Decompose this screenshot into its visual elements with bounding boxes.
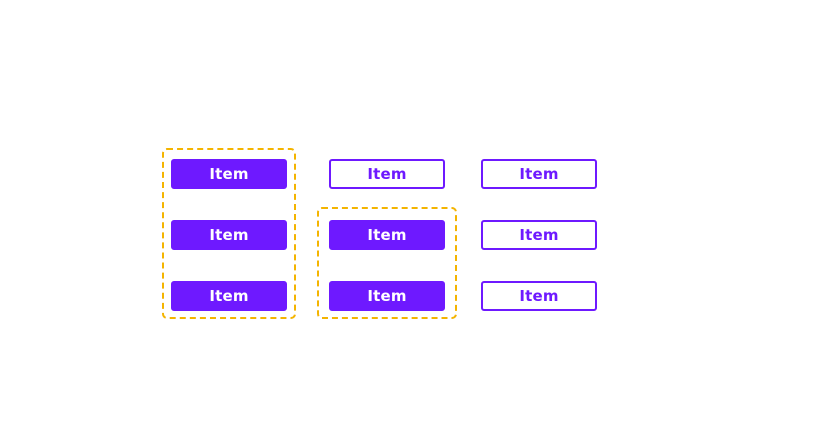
item-button-col2-row1[interactable]: Item xyxy=(329,159,445,189)
item-button-col1-row2[interactable]: Item xyxy=(171,220,287,250)
item-button-col3-row1[interactable]: Item xyxy=(481,159,597,189)
item-button-col1-row3[interactable]: Item xyxy=(171,281,287,311)
item-button-col3-row2[interactable]: Item xyxy=(481,220,597,250)
item-button-col2-row2[interactable]: Item xyxy=(329,220,445,250)
item-button-col2-row3[interactable]: Item xyxy=(329,281,445,311)
item-button-col1-row1[interactable]: Item xyxy=(171,159,287,189)
item-button-col3-row3[interactable]: Item xyxy=(481,281,597,311)
